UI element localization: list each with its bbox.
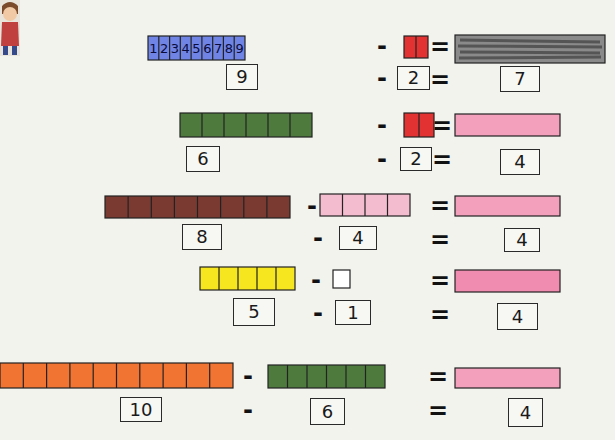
answer-number: 2 [408,69,419,87]
answer-box: 4 [500,149,540,175]
answer-box: 2 [397,66,430,90]
counting-bars [0,35,605,388]
answer-number: 1 [347,304,358,322]
answer-box: 4 [339,226,377,250]
answer-number: 6 [322,403,333,421]
answer-box: 4 [508,398,543,427]
operator-sign: = [428,365,448,389]
operator-sign: - [377,147,387,171]
operator-sign: - [377,34,387,58]
counting-digit: 2 [160,42,168,55]
answer-number: 10 [130,401,153,419]
operator-sign: - [313,301,323,325]
operator-sign: = [428,399,448,423]
operator-sign: - [313,226,323,250]
operator-sign: = [430,228,450,252]
answer-box: 2 [400,147,432,171]
answer-number: 7 [514,70,525,88]
answer-number: 8 [196,228,207,246]
answer-box: 10 [120,397,162,422]
answer-number: 4 [512,308,523,326]
answer-number: 4 [520,404,531,422]
operator-sign: - [243,398,253,422]
answer-box: 5 [233,298,275,326]
counting-digit: 6 [203,42,211,55]
counting-digit: 4 [182,42,190,55]
answer-number: 5 [248,303,259,321]
operator-sign: = [430,68,450,92]
operator-sign: - [377,113,387,137]
operator-sign: = [430,303,450,327]
counting-digit: 7 [214,42,222,55]
answer-box: 4 [497,303,538,330]
operator-sign: - [377,66,387,90]
child-figure [0,0,20,56]
counting-digit: 1 [149,42,157,55]
answer-number: 2 [410,150,421,168]
answer-box: 1 [335,300,371,325]
counting-digit: 8 [225,42,233,55]
answer-number: 6 [197,150,208,168]
operator-sign: - [243,364,253,388]
answer-box: 7 [500,66,540,92]
operator-sign: = [432,148,452,172]
operator-sign: = [430,194,450,218]
operator-sign: - [311,268,321,292]
counting-digit: 9 [235,42,243,55]
counting-digit: 5 [192,42,200,55]
answer-number: 4 [514,153,525,171]
answer-box: 8 [182,224,222,250]
answer-box: 4 [504,228,540,252]
answer-number: 9 [236,68,247,86]
answer-box: 9 [226,64,258,90]
answer-number: 4 [516,231,527,249]
operator-sign: = [430,269,450,293]
answer-box: 6 [310,398,345,425]
operator-sign: - [307,194,317,218]
counting-digit: 3 [171,42,179,55]
answer-number: 4 [352,229,363,247]
operator-sign: = [430,35,450,59]
answer-box: 6 [186,146,220,172]
operator-sign: = [432,114,452,138]
